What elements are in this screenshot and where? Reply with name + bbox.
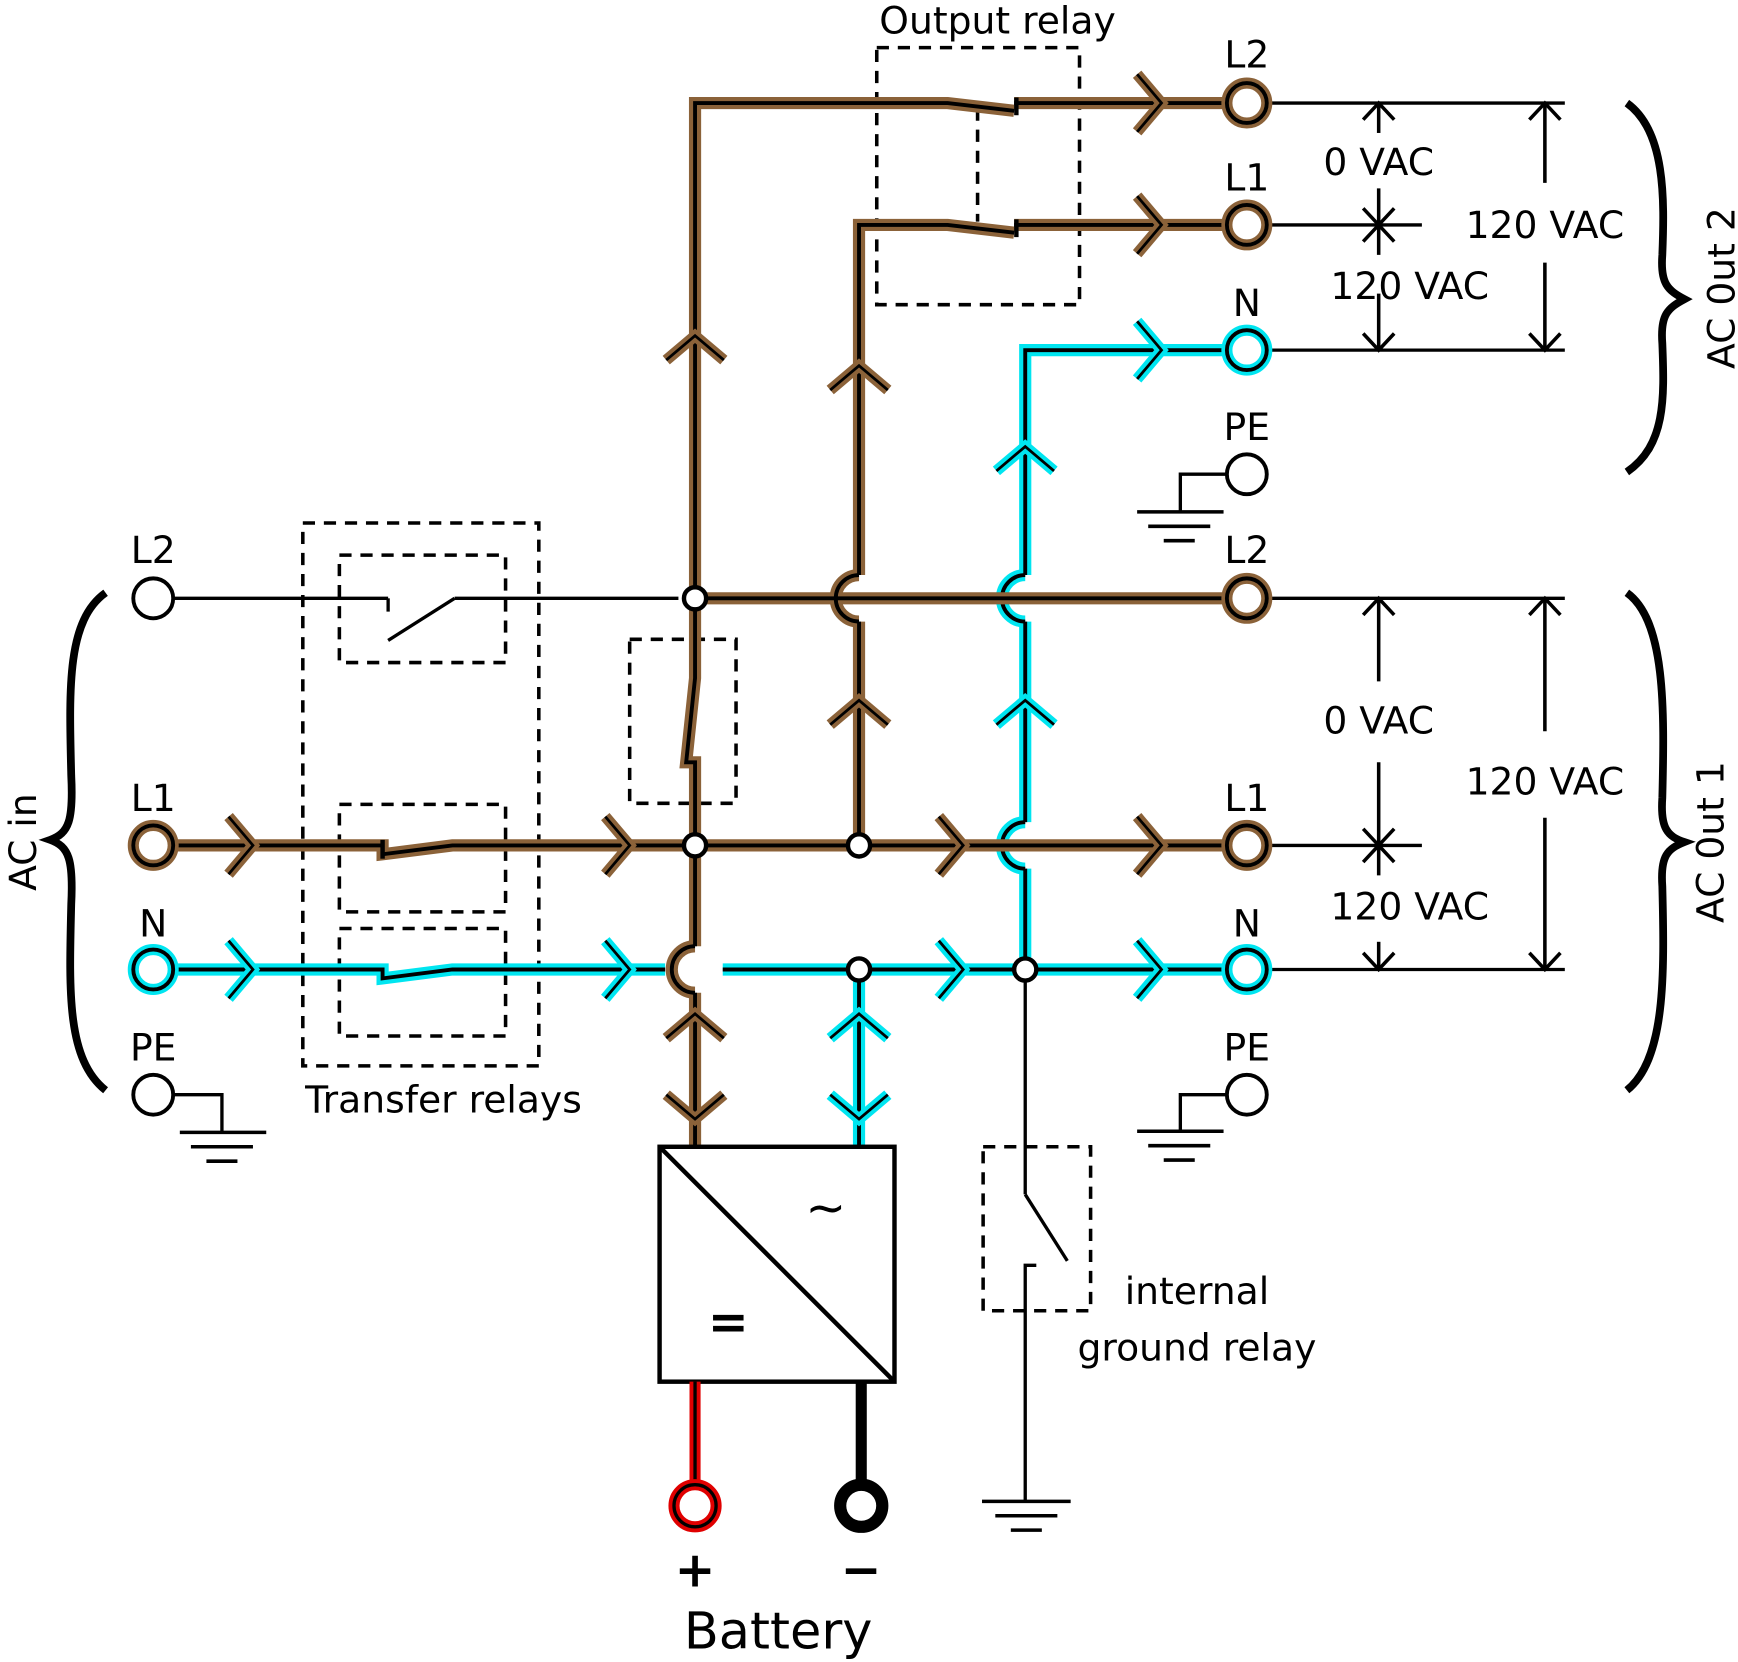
labels: L2 L1 N PE AC in L2 L1 N PE AC 0ut 2 L2 … <box>1 0 1738 1370</box>
ac-out1-pe-terminal[interactable] <box>1224 1072 1269 1117</box>
ground-relay-blade <box>1023 1193 1069 1262</box>
out1-l2-l1-voltage: 0 VAC <box>1323 698 1434 742</box>
ac-in-l2-switch-blade <box>387 596 456 642</box>
ground-symbols <box>179 510 1224 1532</box>
battery-negative-sign: − <box>841 1543 882 1599</box>
ac-out2-label: AC 0ut 2 <box>1699 207 1738 369</box>
ground-relay-contact <box>1023 1263 1037 1502</box>
terminal-ring <box>1224 328 1269 373</box>
terminal-ring <box>672 1483 718 1529</box>
ac-in-pe-terminal[interactable] <box>131 1072 176 1117</box>
junction-dots <box>681 585 1039 983</box>
ac-out1-label: AC 0ut 1 <box>1688 761 1732 923</box>
terminals <box>127 77 1273 1117</box>
junction-dot <box>681 585 709 612</box>
thin-wires <box>173 101 1565 1502</box>
ac-out1-pe-wire <box>1178 1093 1227 1131</box>
transfer-relays-label: Transfer relays <box>304 1077 582 1121</box>
transfer-relay-l1-box <box>337 802 508 914</box>
output-relay-box <box>874 45 1082 307</box>
ac-out2-pe-terminal[interactable] <box>1224 452 1269 497</box>
ground-relay-label-line2: ground relay <box>1078 1326 1317 1370</box>
ground-icon <box>1137 1129 1224 1162</box>
ground-relay-label-line1: internal <box>1125 1269 1269 1313</box>
ac-in-pe-label: PE <box>130 1025 177 1069</box>
junction-dot <box>1011 956 1039 983</box>
transfer-relays-box <box>301 521 541 1068</box>
ac-out1-brace <box>1624 589 1696 1094</box>
ac-out2-n-label: N <box>1233 281 1261 325</box>
ac-out1-n-label: N <box>1233 901 1261 945</box>
dc-symbol: = <box>708 1294 749 1350</box>
transfer-relay-n-box <box>337 926 508 1038</box>
ac-in-l2-label: L2 <box>131 528 176 572</box>
out1-l2-n-voltage: 120 VAC <box>1466 759 1625 803</box>
terminal-ring <box>1224 81 1269 125</box>
inverter-charger: ~ = <box>657 1144 897 1384</box>
output-relay-label: Output relay <box>879 0 1115 42</box>
out2-l2-l1-voltage: 0 VAC <box>1323 140 1434 184</box>
junction-dot <box>845 956 873 983</box>
junction-dot <box>681 832 709 859</box>
battery-positive-sign: + <box>675 1543 716 1599</box>
ground-icon <box>1137 510 1224 543</box>
terminal-ring <box>131 947 176 992</box>
terminal-ring <box>131 823 176 868</box>
battery-label: Battery <box>684 1603 873 1662</box>
ac-in-l2-terminal[interactable] <box>131 576 176 621</box>
terminal-ring <box>1224 947 1269 992</box>
out2-l2-n-voltage: 120 VAC <box>1466 203 1625 247</box>
ac-out2-pe-wire <box>1178 472 1227 512</box>
relay-boxes <box>301 45 1093 1313</box>
ac-out2-pe-label: PE <box>1224 405 1271 449</box>
ac-out2-brace <box>1624 99 1693 476</box>
junction-dot <box>845 832 873 859</box>
ac-out2-l2-label: L2 <box>1224 33 1269 77</box>
ac-out1-pe-label: PE <box>1224 1025 1271 1069</box>
backfeed-relay-box <box>627 637 738 806</box>
converter-diagonal <box>658 1145 897 1384</box>
line-conductors <box>173 96 1227 1147</box>
ac-in-pe-wire <box>173 1093 224 1133</box>
ac-symbol: ~ <box>805 1180 846 1236</box>
ac-in-brace <box>38 589 109 1094</box>
ground-relay-box <box>981 1145 1093 1313</box>
out1-l1-n-voltage: 120 VAC <box>1330 885 1489 929</box>
ac-out1-l1-label: L1 <box>1224 776 1269 820</box>
ac-out1-l2-label: L2 <box>1224 528 1269 572</box>
ac-in-l1-label: L1 <box>131 776 176 820</box>
terminal-ring <box>1224 576 1269 621</box>
ground-icon <box>179 1130 267 1163</box>
ground-icon <box>982 1499 1071 1532</box>
terminal-ring <box>1224 823 1269 868</box>
terminal-ring <box>1224 203 1269 247</box>
ac-out2-l1-label: L1 <box>1224 156 1269 200</box>
transfer-relay-l2-box <box>337 553 508 665</box>
braces <box>38 99 1696 1094</box>
ac-in-n-label: N <box>139 901 167 945</box>
battery-negative-terminal[interactable] <box>834 1478 889 1533</box>
voltage-arrows <box>1361 100 1562 973</box>
battery-leads: + − Battery <box>668 1381 889 1662</box>
out2-l1-n-voltage: 120 VAC <box>1330 264 1489 308</box>
ac-in-label: AC in <box>1 793 45 891</box>
